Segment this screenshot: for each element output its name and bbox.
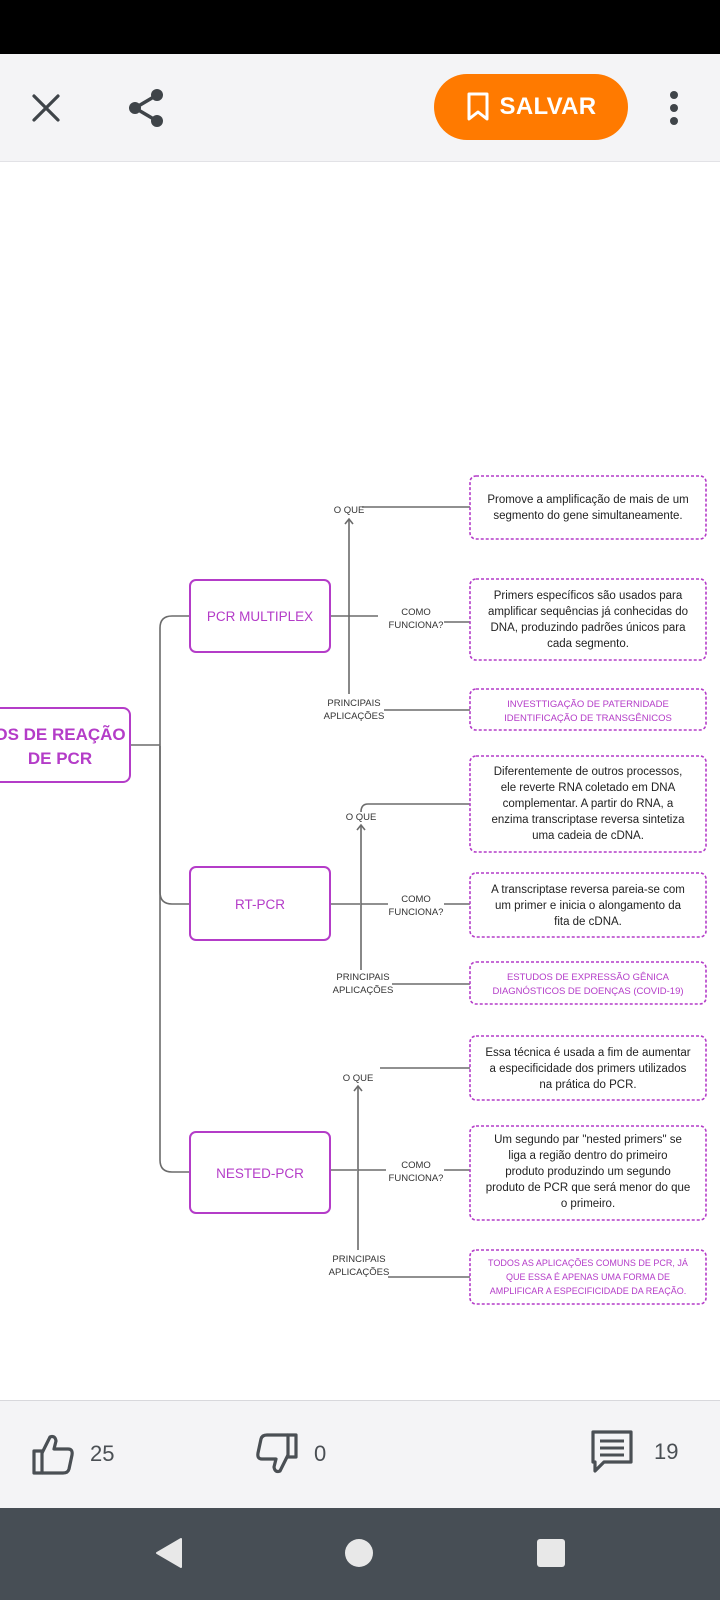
- o-que-text-2: segmento do gene simultaneamente.: [493, 510, 682, 522]
- como-text-4: produto de PCR que será menor do que: [486, 1182, 691, 1194]
- aplic-text-2: QUE ESSA É APENAS UMA FORMA DE: [506, 1272, 670, 1282]
- label-o-que: O QUE: [346, 812, 377, 823]
- comment-icon: [591, 1430, 633, 1473]
- share-icon: [129, 89, 163, 127]
- bookmark-icon: [467, 92, 489, 121]
- como-text-1: A transcriptase reversa pareia-se com: [491, 884, 685, 896]
- label-aplic-2: APLICAÇÕES: [333, 985, 394, 996]
- dislike-button[interactable]: 0: [254, 1431, 326, 1477]
- close-icon: [32, 94, 60, 122]
- share-button[interactable]: [120, 80, 172, 136]
- como-text-3: fita de cDNA.: [554, 916, 622, 928]
- save-label: SALVAR: [499, 93, 597, 120]
- como-text-3: DNA, produzindo padrões únicos para: [491, 622, 687, 634]
- como-text-4: cada segmento.: [547, 638, 629, 650]
- o-que-text-1: Promove a amplificação de mais de um: [487, 494, 688, 506]
- como-text-2: liga a região dentro do primeiro: [508, 1150, 667, 1162]
- o-que-text-4: enzima transcriptase reversa sintetiza: [491, 814, 685, 826]
- comment-count: 19: [654, 1439, 679, 1464]
- aplic-text-1: TODOS AS APLICAÇÕES COMUNS DE PCR, JÁ: [488, 1258, 688, 1268]
- comments-button[interactable]: 19: [590, 1429, 678, 1475]
- branch-rt-pcr: RT-PCR O QUE COMO FUNCIONA? PRINCIPAIS A…: [189, 755, 707, 1005]
- root-line-1: OS DE REAÇÃO: [0, 724, 126, 744]
- como-text-5: o primeiro.: [561, 1198, 615, 1210]
- more-options-button[interactable]: [656, 80, 692, 136]
- recents-square-icon: [537, 1539, 565, 1567]
- label-o-que: O QUE: [343, 1073, 374, 1084]
- document-viewer[interactable]: OS DE REAÇÃO DE PCR PCR MULTIPLEX O QUE …: [0, 163, 720, 1400]
- o-que-text-2: a especificidade dos primers utilizados: [490, 1063, 687, 1075]
- label-como-1: COMO: [401, 894, 431, 905]
- o-que-text-2: ele reverte RNA coletado em DNA: [501, 782, 676, 794]
- o-que-text-1: Essa técnica é usada a fim de aumentar: [485, 1047, 690, 1059]
- aplic-text-1: INVESTTIGAÇÃO DE PATERNIDADE: [507, 699, 669, 710]
- como-text-1: Primers específicos são usados para: [494, 590, 683, 602]
- aplic-text-2: DIAGNÓSTICOS DE DOENÇAS (COVID-19): [492, 986, 683, 997]
- o-que-text-3: complementar. A partir do RNA, a: [503, 798, 674, 810]
- like-button[interactable]: 25: [30, 1431, 114, 1477]
- thumbs-up-icon: [32, 1434, 74, 1475]
- status-bar: [0, 0, 720, 54]
- dislike-count: 0: [314, 1441, 327, 1466]
- bottom-action-bar: 25 0 19: [0, 1400, 720, 1508]
- label-como-1: COMO: [401, 1160, 431, 1171]
- branch-pcr-multiplex: PCR MULTIPLEX O QUE COMO FUNCIONA? PRINC…: [189, 475, 707, 731]
- label-aplic-2: APLICAÇÕES: [329, 1267, 390, 1278]
- label-como-2: FUNCIONA?: [389, 620, 444, 631]
- top-toolbar: SALVAR: [0, 54, 720, 162]
- o-que-text-5: uma cadeia de cDNA.: [532, 830, 644, 842]
- back-triangle-icon: [156, 1538, 182, 1568]
- close-button[interactable]: [22, 82, 70, 134]
- label-aplic-2: APLICAÇÕES: [324, 711, 385, 722]
- o-que-text-3: na prática do PCR.: [539, 1079, 636, 1091]
- label-aplic-1: PRINCIPAIS: [332, 1254, 385, 1265]
- aplic-text-1: ESTUDOS DE EXPRESSÃO GÊNICA: [507, 972, 670, 983]
- nav-recents-button[interactable]: [528, 1530, 574, 1576]
- como-text-2: um primer e inicia o alongamento da: [495, 900, 682, 912]
- branch-nested-pcr: NESTED-PCR O QUE COMO FUNCIONA? PRINCIPA…: [189, 1035, 707, 1305]
- branch-title: RT-PCR: [235, 897, 285, 912]
- system-nav-bar: [0, 1508, 720, 1600]
- more-vertical-icon: [670, 91, 678, 125]
- como-text-1: Um segundo par "nested primers" se: [494, 1134, 682, 1146]
- label-como-1: COMO: [401, 607, 431, 618]
- label-aplic-1: PRINCIPAIS: [327, 698, 380, 709]
- label-como-2: FUNCIONA?: [389, 1173, 444, 1184]
- root-line-2: DE PCR: [28, 749, 92, 768]
- root-node: OS DE REAÇÃO DE PCR: [0, 707, 131, 783]
- nav-home-button[interactable]: [336, 1530, 382, 1576]
- home-circle-icon: [345, 1539, 373, 1567]
- label-o-que: O QUE: [334, 505, 365, 516]
- mind-map: OS DE REAÇÃO DE PCR PCR MULTIPLEX O QUE …: [0, 475, 707, 1305]
- like-count: 25: [90, 1441, 115, 1466]
- aplic-text-2: IDENTIFICAÇÃO DE TRANSGÊNICOS: [504, 713, 672, 724]
- label-como-2: FUNCIONA?: [389, 907, 444, 918]
- label-aplic-1: PRINCIPAIS: [336, 972, 389, 983]
- o-que-text-1: Diferentemente de outros processos,: [494, 766, 683, 778]
- como-text-3: produto produzindo um segundo: [505, 1166, 671, 1178]
- thumbs-down-icon: [256, 1433, 298, 1474]
- aplic-text-3: AMPLIFICAR A ESPECIFICIDADE DA REAÇÃO.: [490, 1286, 687, 1296]
- connector-lines: [130, 506, 470, 1278]
- branch-title: NESTED-PCR: [216, 1166, 304, 1181]
- save-button[interactable]: SALVAR: [434, 74, 628, 140]
- nav-back-button[interactable]: [146, 1530, 192, 1576]
- como-text-2: amplificar sequências já conhecidas do: [488, 606, 688, 618]
- branch-title: PCR MULTIPLEX: [207, 609, 313, 624]
